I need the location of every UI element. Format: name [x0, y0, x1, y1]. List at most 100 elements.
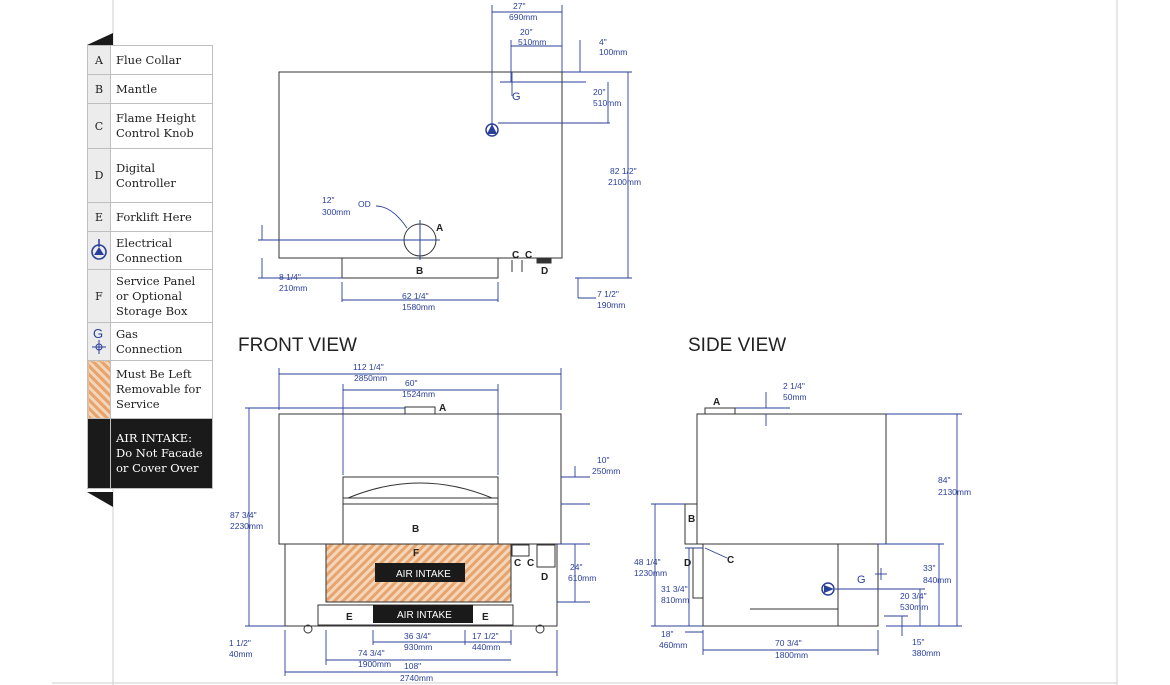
dim-label: 17 1/2" — [472, 631, 499, 641]
front-view-letters: A B F C C D E E — [346, 403, 548, 623]
electrical-connection-icon — [87, 231, 111, 270]
dim-label: 40mm — [229, 649, 253, 659]
side-view — [684, 407, 887, 627]
legend-key-dark — [87, 418, 111, 489]
dim-label: 190mm — [597, 300, 625, 310]
dim-label: 70 3/4" — [775, 638, 802, 648]
dim-label: 840mm — [923, 575, 951, 585]
dim-label: 8 1/4" — [279, 272, 301, 282]
legend-row: B Mantle — [87, 74, 213, 104]
top-view — [278, 71, 563, 279]
legend-text: Gas Connection — [110, 322, 213, 361]
label-b: B — [412, 524, 419, 535]
top-view-dimensions — [258, 5, 632, 302]
legend-table: A Flue Collar B Mantle C Flame Height Co… — [87, 45, 213, 489]
dim-label: 2850mm — [354, 373, 387, 383]
label-b: B — [688, 514, 695, 525]
svg-text:G: G — [93, 326, 103, 341]
dim-label: 10" — [597, 455, 609, 465]
label-a: A — [439, 403, 446, 414]
dim-label: 27" — [513, 1, 525, 11]
dim-label: 610mm — [568, 573, 596, 583]
label-e: E — [346, 612, 353, 623]
dim-label: 460mm — [659, 640, 687, 650]
dim-label: 510mm — [593, 98, 621, 108]
label-c: C — [525, 250, 532, 261]
side-oven-body — [696, 413, 887, 545]
dim-label: 2130mm — [938, 487, 971, 497]
dim-label: 36 3/4" — [404, 631, 431, 641]
dim-label: 50mm — [783, 392, 807, 402]
front-view — [278, 406, 562, 634]
front-flue-collar — [404, 406, 436, 415]
legend-row: E Forklift Here — [87, 202, 213, 232]
front-mouth — [342, 476, 499, 505]
legend-key: B — [87, 74, 111, 104]
dim-label: 930mm — [404, 642, 432, 652]
dim-label: 31 3/4" — [661, 584, 688, 594]
front-air-intake-panel — [375, 563, 465, 582]
legend-text: Electrical Connection — [110, 231, 213, 270]
legend-row: AIR INTAKE: Do Not Facade or Cover Over — [87, 418, 213, 489]
side-view-title: SIDE VIEW — [688, 335, 786, 356]
dim-label: 4" — [599, 37, 607, 47]
legend-tab-bottom — [87, 492, 113, 507]
dim-label: 2740mm — [400, 673, 433, 683]
legend-key: D — [87, 148, 111, 203]
side-view-letters: A B C D — [684, 397, 734, 569]
legend-row: Must Be Left Removable for Service — [87, 360, 213, 419]
dim-label: 1230mm — [634, 568, 667, 578]
label-d: D — [541, 572, 548, 583]
label-c: C — [727, 555, 734, 566]
legend-text: Digital Controller — [110, 148, 213, 203]
dim-label: 20" — [593, 87, 605, 97]
label-a: A — [713, 397, 720, 408]
top-view-letters: A B C C D — [416, 223, 548, 277]
gas-connection-icon: G — [87, 322, 111, 361]
top-view-electrical-icon — [485, 123, 499, 137]
dim-label: 1 1/2" — [229, 638, 251, 648]
dim-label: 210mm — [279, 283, 307, 293]
gas-label: G — [512, 91, 521, 103]
legend-row: F Service Panel or Optional Storage Box — [87, 269, 213, 323]
dim-label: 33" — [923, 563, 935, 573]
dim-label: 510mm — [518, 37, 546, 47]
dim-label: 1580mm — [402, 302, 435, 312]
dim-label: 2100mm — [608, 177, 641, 187]
dim-label: 440mm — [472, 642, 500, 652]
dim-label: 250mm — [592, 466, 620, 476]
legend-row: C Flame Height Control Knob — [87, 103, 213, 149]
front-mantle — [342, 503, 499, 545]
label-e: E — [482, 612, 489, 623]
dim-label: 690mm — [509, 12, 537, 22]
dim-label: 380mm — [912, 648, 940, 658]
dim-label: 7 1/2" — [597, 289, 619, 299]
side-flue-collar — [704, 407, 736, 415]
side-base-right — [837, 543, 879, 627]
dim-label: 1900mm — [358, 659, 391, 669]
dim-label: 2230mm — [230, 521, 263, 531]
legend-text: Mantle — [110, 74, 213, 104]
dim-label: 100mm — [599, 47, 627, 57]
dim-label: 24" — [570, 562, 582, 572]
dim-label: 60" — [405, 378, 417, 388]
dim-label: 48 1/4" — [634, 557, 661, 567]
dim-label: 2 1/4" — [783, 381, 805, 391]
front-air-intake-lower — [373, 605, 473, 623]
legend-key: C — [87, 103, 111, 149]
dim-label: 20 3/4" — [900, 591, 927, 601]
legend-text: Must Be Left Removable for Service — [110, 360, 213, 419]
label-c: C — [527, 558, 534, 569]
front-view-dim-labels: 112 1/4" 2850mm 60" 1524mm 10" 250mm 87 … — [229, 362, 620, 683]
front-view-dimensions — [245, 368, 590, 676]
dim-label: 1524mm — [402, 389, 435, 399]
label-f: F — [413, 548, 419, 559]
dim-label: 108" — [404, 661, 421, 671]
side-view-dim-labels: 2 1/4" 50mm 84" 2130mm 48 1/4" 1230mm 31… — [634, 381, 971, 660]
legend-row: Electrical Connection — [87, 231, 213, 270]
dim-label: 1800mm — [775, 650, 808, 660]
label-d: D — [684, 558, 691, 569]
dim-label: 18" — [661, 629, 673, 639]
air-intake-label: AIR INTAKE — [397, 610, 452, 621]
